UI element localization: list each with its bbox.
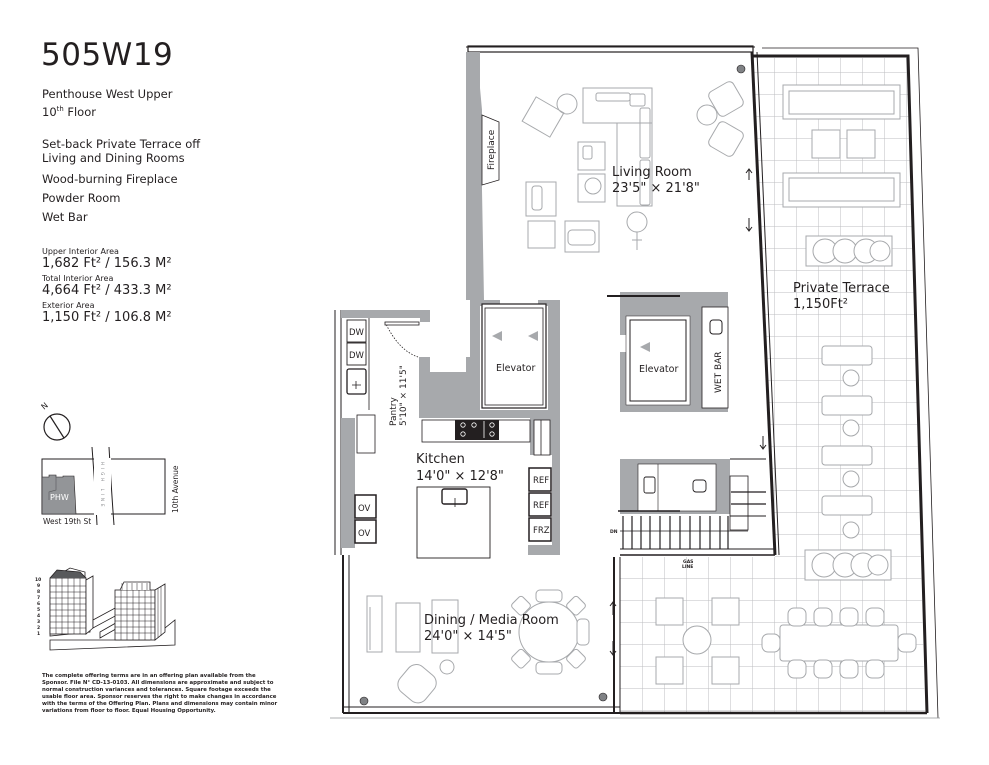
high-line-label: HIGH LINE (100, 462, 105, 510)
terrace-dims: 1,150Ft² (793, 297, 848, 312)
building-title: 505W19 (41, 38, 173, 72)
north-compass-icon: N (40, 401, 71, 441)
area-label: Exterior Area (42, 301, 95, 310)
svg-text:N: N (40, 401, 50, 412)
features-list: Set-back Private Terrace off Living and … (42, 137, 212, 227)
block-map: PHW HIGH LINE 10th Avenue West 19th St (41, 446, 180, 526)
interior-walls (334, 45, 780, 714)
svg-text:8: 8 (37, 589, 40, 595)
feature-item: Wood-burning Fireplace (42, 172, 178, 186)
svg-text:9: 9 (37, 583, 40, 589)
living-room-dims: 23'5" × 21'8" (612, 181, 700, 196)
fireplace: Fireplace (481, 114, 500, 186)
dishwasher-label: DW (349, 328, 365, 338)
terrace-area (330, 47, 940, 719)
area-value: 4,664 Ft² / 433.3 M² (42, 283, 172, 298)
living-furniture (521, 81, 744, 253)
kitchen-dims: 14'0" × 12'8" (416, 469, 504, 484)
powder-room-and-stair: DN GAS LINE (610, 458, 775, 570)
feature-item: Powder Room (42, 191, 121, 205)
street-label: West 19th St (43, 517, 91, 526)
oven-label: OV (358, 529, 371, 539)
svg-text:4: 4 (37, 613, 40, 619)
elevator-label: Elevator (496, 363, 535, 374)
kitchen-name: Kitchen (416, 452, 465, 467)
building-street: W19 (101, 37, 174, 73)
svg-text:10: 10 (35, 577, 41, 583)
column-dot (359, 696, 369, 706)
sliding-door-arrows (609, 168, 767, 656)
freezer-label: FRZ (533, 526, 550, 536)
refrigerator-label: REF (533, 501, 549, 511)
svg-text:3: 3 (37, 619, 40, 625)
oven-label: OV (358, 504, 371, 514)
unit-tag: PHW (50, 493, 69, 502)
area-label: Upper Interior Area (42, 247, 119, 256)
unit-floor: 10th Floor (42, 104, 96, 119)
sidebar-info: 505W19 Penthouse West Upper 10th Floor S… (0, 0, 320, 765)
area-stats: Upper Interior Area 1,682 Ft² / 156.3 M²… (42, 245, 172, 328)
dining-room-dims: 24'0" × 14'5" (424, 629, 512, 644)
pantry-dims: 5'10" × 11'5" (399, 365, 409, 426)
column-dot (736, 64, 746, 74)
avenue-label: 10th Avenue (171, 465, 180, 513)
disclaimer-text: The complete offering terms are in an of… (42, 673, 278, 714)
down-label: DN (610, 529, 618, 535)
svg-text:7: 7 (37, 595, 40, 601)
dishwasher-label: DW (349, 351, 365, 361)
location-map: N PHW HIGH LINE 10th Avenue West 19th St… (35, 401, 180, 651)
gas-line-label: GAS (683, 559, 693, 565)
wet-bar-label: WET BAR (714, 351, 724, 393)
svg-text:1: 1 (37, 631, 40, 637)
feature-item: Wet Bar (42, 210, 88, 224)
pantry-name: Pantry (389, 397, 399, 426)
terrace-name: Private Terrace (793, 281, 890, 296)
feature-item: Set-back Private Terrace off Living and … (42, 137, 201, 165)
kitchen-appliances: DW DW OV OV REF REF FRZ (346, 318, 552, 559)
living-room-name: Living Room (612, 165, 692, 180)
dining-room-name: Dining / Media Room (424, 613, 559, 628)
unit-name: Penthouse West Upper (42, 87, 173, 101)
svg-text:2: 2 (37, 625, 40, 631)
building-number: 505 (41, 37, 102, 73)
dining-furniture (366, 589, 590, 704)
refrigerator-label: REF (533, 476, 549, 486)
svg-text:LINE: LINE (682, 564, 693, 570)
building-diagram: 10 9 8 7 6 5 4 3 2 1 (35, 567, 176, 651)
area-value: 1,682 Ft² / 156.3 M² (42, 256, 172, 271)
column-dot (598, 692, 608, 702)
room-labels: Living Room 23'5" × 21'8" Private Terrac… (389, 165, 890, 644)
elevator-label: Elevator (639, 364, 678, 375)
area-value: 1,150 Ft² / 106.8 M² (42, 310, 172, 325)
core-walls: Elevator Elevator WET BAR (341, 292, 729, 555)
unit-info: Penthouse West Upper 10th Floor (42, 87, 172, 120)
fireplace-label: Fireplace (487, 129, 497, 170)
svg-text:5: 5 (37, 607, 40, 613)
area-label: Total Interior Area (42, 274, 114, 283)
terrace-furniture (655, 84, 917, 685)
svg-text:6: 6 (37, 601, 40, 607)
